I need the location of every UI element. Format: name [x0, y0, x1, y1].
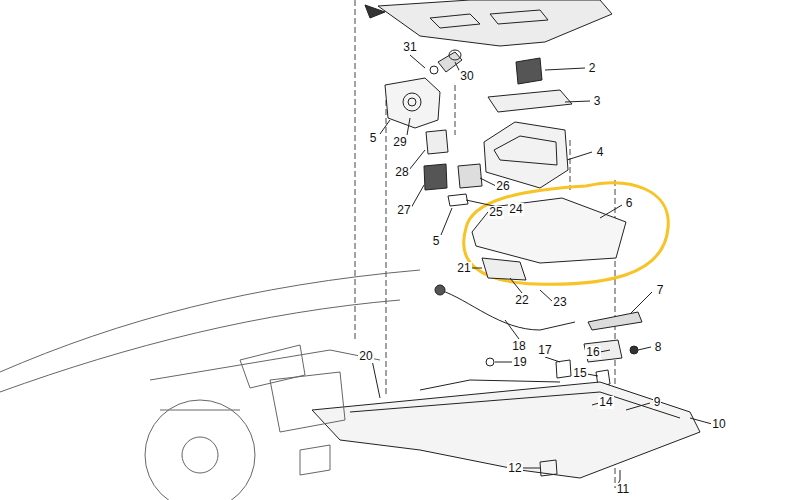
callout-number: 21 — [456, 262, 471, 275]
callout-number: 8 — [654, 341, 663, 354]
callout-number: 30 — [459, 70, 474, 83]
callout-number: 11 — [616, 483, 630, 496]
callout-number: 20 — [358, 350, 373, 363]
callout-number: 18 — [511, 340, 526, 353]
callout-number: 25 — [488, 206, 503, 219]
callout-number: 12 — [507, 462, 522, 475]
callout-number: 19 — [512, 356, 527, 369]
callout-number: 27 — [396, 204, 411, 217]
callout-number: 5 — [432, 235, 441, 248]
callout-number: 16 — [585, 346, 600, 359]
callout-number: 24 — [508, 203, 523, 216]
callout-number: 23 — [552, 296, 567, 309]
callout-number: 5 — [369, 132, 378, 145]
callout-number: 31 — [402, 41, 417, 54]
callout-number: 26 — [495, 180, 510, 193]
callout-number: 17 — [537, 344, 552, 357]
callout-number: 22 — [514, 294, 529, 307]
callout-number: 4 — [596, 146, 605, 159]
callout-number: 7 — [656, 284, 665, 297]
callout-number: 28 — [394, 166, 409, 179]
callout-number: 6 — [625, 197, 634, 210]
callout-number: 2 — [588, 62, 597, 75]
callout-number: 15 — [572, 367, 587, 380]
callout-number: 29 — [392, 136, 407, 149]
callout-number: 10 — [711, 418, 726, 431]
callout-number: 9 — [653, 396, 662, 409]
callout-number: 3 — [593, 95, 602, 108]
callout-number: 14 — [598, 396, 613, 409]
